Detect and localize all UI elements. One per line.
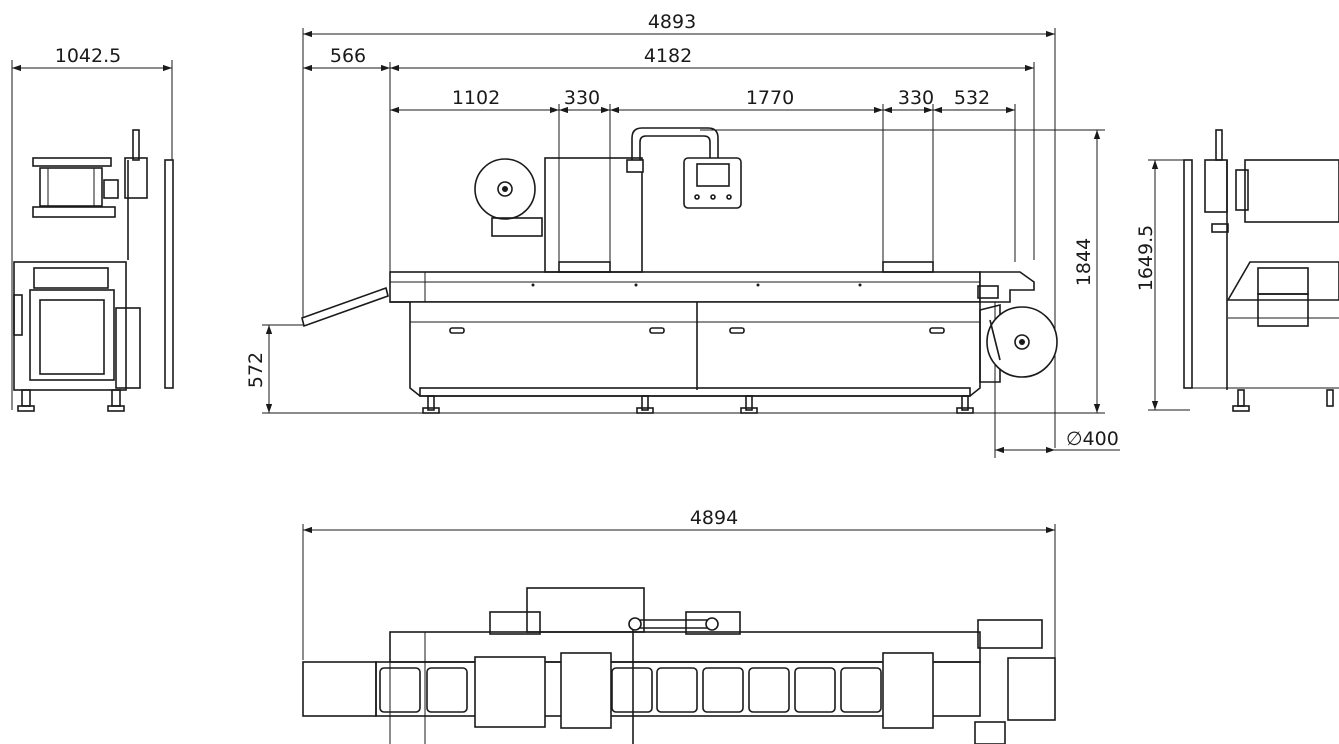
dim-infeed-height: 572 [245,352,267,388]
dim-station-b: 1770 [746,87,794,109]
dim-outfeed-station: 532 [954,87,990,109]
dim-overall-length-top: 4893 [648,11,696,33]
dim-infeed-length: 566 [330,45,366,67]
dim-gap-a: 330 [564,87,600,109]
dim-overall-height: 1844 [1073,238,1095,286]
dim-overall-length-bottom: 4894 [690,507,738,529]
dim-side-width: 1042.5 [55,45,121,67]
dim-station-a: 1102 [452,87,500,109]
dim-machine-length: 4182 [644,45,692,67]
dim-roll-diameter: ∅400 [1066,428,1119,450]
dim-gap-b: 330 [898,87,934,109]
right-end-view: 1649.5 [1135,129,1339,412]
left-end-view: 1042.5 [11,45,174,412]
main-side-view: 4893 566 4182 1102 330 1770 330 532 1844… [245,11,1120,458]
dim-right-height: 1649.5 [1135,225,1157,291]
top-view: 4894 [302,507,1056,744]
